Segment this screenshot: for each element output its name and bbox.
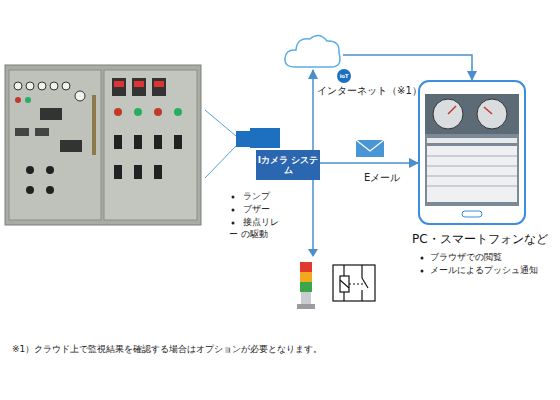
bullet-text: ブラウザでの閲覧 bbox=[430, 252, 502, 264]
view-line bbox=[205, 146, 236, 178]
arrow-head bbox=[308, 249, 318, 257]
output-item: 接点リレー の駆動 bbox=[229, 217, 285, 240]
bullet bbox=[421, 270, 424, 273]
node-outline bbox=[283, 32, 343, 70]
device-heading: PC・スマートフォンなど bbox=[412, 232, 548, 248]
iot-badge: IoT bbox=[337, 69, 351, 83]
stack-light bbox=[297, 262, 315, 309]
connector bbox=[343, 55, 472, 80]
bullet bbox=[232, 222, 235, 225]
camera-icon bbox=[236, 128, 280, 148]
envelope-icon bbox=[356, 140, 384, 157]
edge-label: Eメール bbox=[364, 171, 400, 184]
output-line bbox=[312, 180, 314, 250]
box-text: Iカメラ システム bbox=[256, 150, 320, 180]
control-panel bbox=[5, 65, 201, 225]
footnote: ※1）クラウド上で監視結果を確認する場合はオプションが必要となります。 bbox=[12, 344, 322, 356]
view-line bbox=[205, 110, 236, 136]
bullet bbox=[232, 209, 235, 212]
bullet-text: メールによるプッシュ通知 bbox=[430, 265, 538, 277]
output-item: ブザー bbox=[243, 204, 270, 216]
cloud-label: インターネット（※1） bbox=[317, 84, 422, 97]
bullet bbox=[421, 257, 424, 260]
node-outline bbox=[418, 80, 526, 225]
output-item: ランプ bbox=[243, 191, 270, 203]
bullet bbox=[232, 196, 235, 199]
connector bbox=[312, 70, 314, 150]
camera-system-box: Iカメラ システム bbox=[256, 150, 320, 180]
relay-symbol bbox=[333, 265, 375, 301]
cloud-shape: インターネット（※1） bbox=[283, 32, 343, 70]
connector bbox=[320, 162, 418, 164]
smartphone-shape: PC・スマートフォンなどブラウザでの閲覧メールによるプッシュ通知 bbox=[418, 80, 526, 225]
